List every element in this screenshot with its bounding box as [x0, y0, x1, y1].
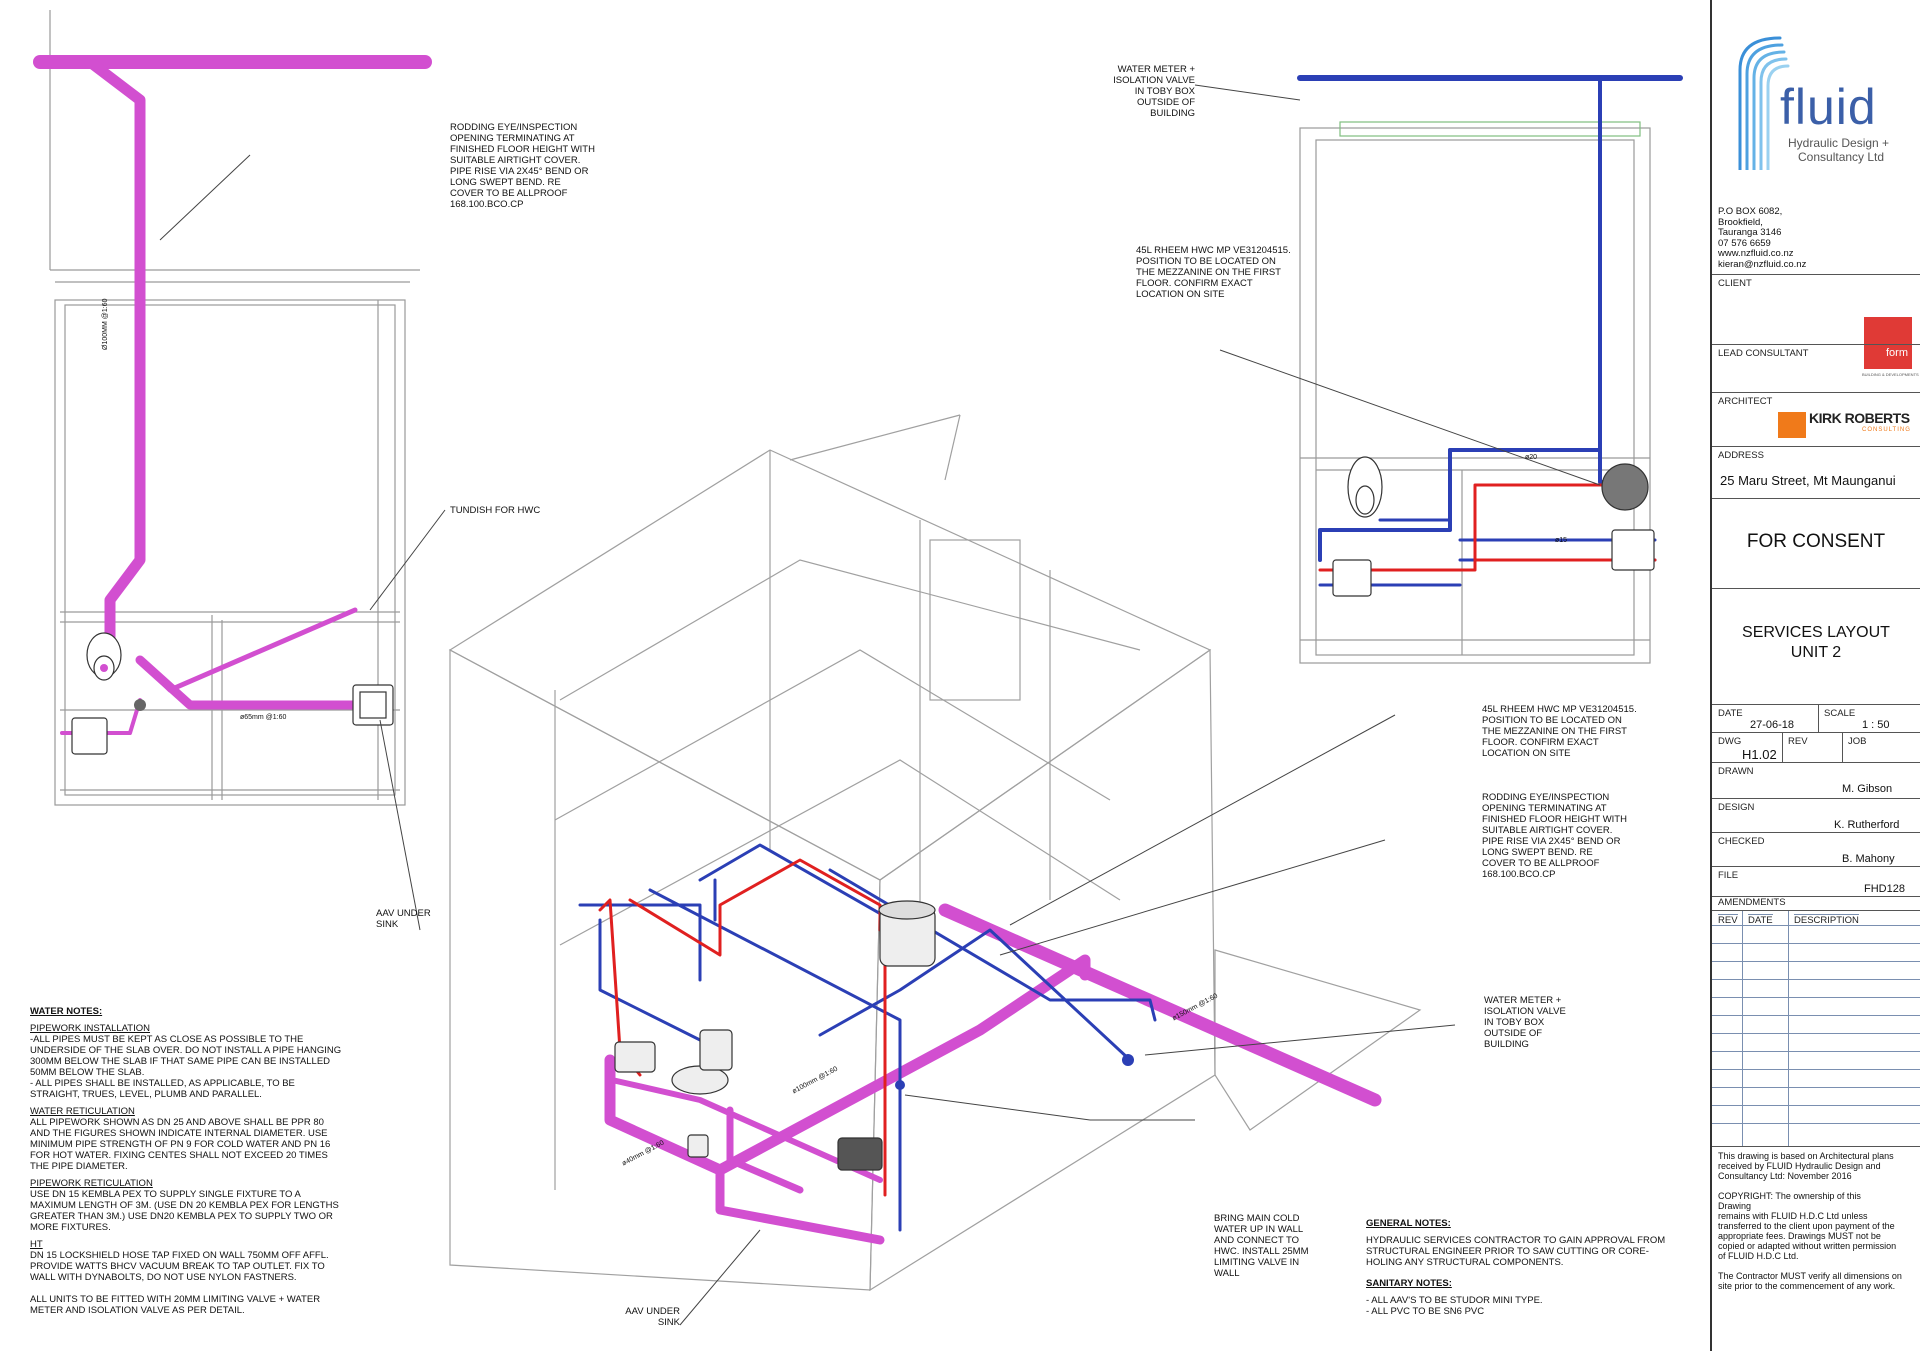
section-heading: HT	[30, 1239, 43, 1250]
isometric-pipes	[578, 843, 1382, 1245]
drawn-value: M. Gibson	[1842, 783, 1893, 795]
aav-fitting-left	[134, 699, 146, 711]
cold-iso-5	[828, 868, 1157, 1022]
date-scale-row: DATE 27-06-18 SCALE 1 : 50	[1712, 704, 1920, 732]
cold-iso-1	[818, 928, 1132, 1062]
water-notes: WATER NOTES: PIPEWORK INSTALLATION -ALL …	[30, 1006, 360, 1316]
hot-iso-2	[628, 858, 882, 957]
design-row: DESIGN K. Rutherford	[1712, 798, 1920, 832]
contact-details: P.O BOX 6082, Brookfield, Tauranga 3146 …	[1718, 206, 1807, 270]
section-heading: PIPEWORK RETICULATION	[30, 1178, 153, 1189]
right-plan-pipes	[1297, 75, 1683, 587]
general-notes-title: GENERAL NOTES:	[1366, 1218, 1451, 1229]
drawn-row: DRAWN M. Gibson	[1712, 762, 1920, 798]
left-plan-pipes	[33, 55, 432, 735]
water-notes-title: WATER NOTES:	[30, 1006, 103, 1017]
cold-iso-2	[598, 918, 722, 1052]
waste-iso-sink	[609, 1057, 883, 1183]
amendments-table: REV DATE DESCRIPTION	[1712, 910, 1920, 1146]
section-heading: WATER RETICULATION	[30, 1106, 135, 1117]
drawing-title-line2: UNIT 2	[1790, 644, 1842, 661]
title-row: SERVICES LAYOUT UNIT 2	[1712, 588, 1920, 704]
section-heading: PIPEWORK INSTALLATION	[30, 1023, 151, 1034]
tundish-pipe	[137, 607, 358, 693]
checked-row: CHECKED B. Mahony	[1712, 832, 1920, 866]
drawing-title-line1: SERVICES LAYOUT	[1742, 624, 1890, 641]
left-fixtures	[71, 632, 394, 755]
lead-consultant-row: LEAD CONSULTANT	[1712, 344, 1920, 392]
callout-hwc-top: 45L RHEEM HWC MP VE31204515.POSITION TO …	[1136, 245, 1291, 300]
kirk-roberts-logo-mark	[1778, 412, 1806, 438]
waste-iso-mid	[604, 954, 1091, 1176]
dwg-value: H1.02	[1742, 747, 1777, 762]
cold-iso-4	[648, 888, 902, 1232]
status-row: FOR CONSENT	[1712, 498, 1920, 588]
design-value: K. Rutherford	[1834, 819, 1900, 831]
pipe-label-left-branch: ø65mm @1:60	[240, 714, 287, 721]
fluid-logo-mark	[1738, 36, 1790, 170]
architect-row: ARCHITECT KIRK ROBERTS CONSULTING	[1712, 392, 1920, 446]
leader-lines	[159, 84, 1601, 1326]
general-notes: GENERAL NOTES: HYDRAULIC SERVICES CONTRA…	[1366, 1218, 1686, 1317]
hwc-cylinder	[1601, 463, 1649, 511]
waste-branch-left	[135, 655, 390, 710]
status-text: FOR CONSENT	[1746, 531, 1886, 552]
address-value: 25 Maru Street, Mt Maunganui	[1720, 473, 1896, 488]
form-logo: form	[1864, 317, 1912, 369]
logo-sub1: Hydraulic Design +	[1788, 136, 1890, 150]
logo-word: fluid	[1780, 79, 1877, 135]
pipe-label-plan-20: ø20	[1525, 454, 1538, 461]
hot-pipe	[1318, 483, 1622, 572]
isometric-building	[448, 414, 1422, 1292]
checked-value: B. Mahony	[1842, 853, 1895, 865]
right-fixtures	[1332, 456, 1655, 597]
file-value: FHD128	[1864, 883, 1905, 895]
pipe-label-plan-15: ø15	[1555, 537, 1568, 544]
dwg-row: DWG H1.02 REV JOB	[1712, 732, 1920, 762]
waste-iso-wc	[726, 1106, 804, 1194]
address-row: ADDRESS 25 Maru Street, Mt Maunganui	[1712, 446, 1920, 498]
callout-hwc-right: 45L RHEEM HWC MP VE31204515.POSITION TO …	[1482, 704, 1637, 759]
waste-main-iso	[938, 903, 1382, 1107]
pipe-label-left-riser: ø100mm @1:60	[102, 298, 109, 350]
waste-iso-low	[715, 1165, 885, 1245]
isometric-fixtures	[614, 900, 936, 1171]
sanitary-notes-title: SANITARY NOTES:	[1366, 1278, 1452, 1289]
cold-riser	[1318, 76, 1602, 562]
amendments-row: AMENDMENTS	[1712, 896, 1920, 910]
cold-iso-3	[578, 903, 702, 982]
waste-riser-left	[84, 56, 146, 646]
callout-tundish: TUNDISH FOR HWC	[450, 505, 541, 516]
logo-sub2: Consultancy Ltd	[1798, 150, 1885, 164]
date-value: 27-06-18	[1750, 719, 1795, 731]
file-row: FILE FHD128	[1712, 866, 1920, 896]
scale-value: 1 : 50	[1862, 719, 1890, 731]
title-block: fluid Hydraulic Design + Consultancy Ltd…	[1710, 0, 1920, 1351]
client-row: CLIENT form BUILDING & DEVELOPMENTS	[1712, 274, 1920, 377]
disclaimer-row: This drawing is based on Architectural p…	[1712, 1146, 1920, 1351]
